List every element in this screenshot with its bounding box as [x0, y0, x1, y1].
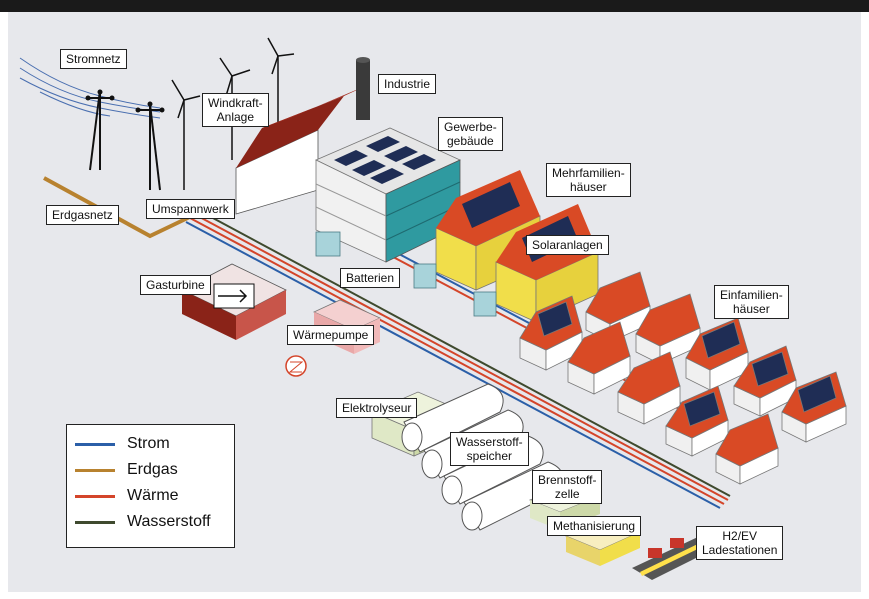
legend-item-erdgas: Erdgas: [75, 461, 178, 479]
legend: Strom Erdgas Wärme Wasserstoff: [66, 424, 235, 548]
legend-label: Wasserstoff: [127, 513, 211, 530]
pylon-insulators: [85, 89, 165, 113]
label-solaranlagen: Solaranlagen: [526, 235, 609, 255]
legend-item-strom: Strom: [75, 435, 170, 453]
label-mehrfamilien: Mehrfamilien- häuser: [546, 163, 631, 197]
label-wasserstoffspeicher: Wasserstoff- speicher: [450, 432, 529, 466]
industry-hall: [235, 57, 370, 215]
label-batterien: Batterien: [340, 268, 401, 288]
label-waermepumpe: Wärmepumpe: [287, 325, 375, 345]
top-frame-bar: [0, 0, 869, 12]
label-elektrolyseur: Elektrolyseur: [336, 398, 418, 418]
label-ladestationen: H2/EV Ladestationen: [696, 526, 784, 560]
label-methanisierung: Methanisierung: [547, 516, 642, 536]
label-einfamilien: Einfamilien- häuser: [714, 285, 789, 319]
label-gewerbe: Gewerbe- gebäude: [438, 117, 503, 151]
label-windkraft: Windkraft- Anlage: [202, 93, 269, 127]
label-industrie: Industrie: [378, 74, 437, 94]
legend-item-waerme: Wärme: [75, 487, 179, 505]
label-stromnetz: Stromnetz: [60, 49, 127, 69]
label-brennstoffzelle: Brennstoff- zelle: [532, 470, 603, 504]
legend-swatch: [75, 468, 115, 472]
legend-swatch: [75, 520, 115, 524]
battery-units: [315, 231, 497, 317]
legend-swatch: [75, 494, 115, 498]
label-umspannwerk: Umspannwerk: [146, 199, 235, 219]
label-gasturbine: Gasturbine: [140, 275, 211, 295]
power-pylons: [88, 89, 162, 191]
erdgas-pipeline: [43, 176, 197, 239]
legend-label: Wärme: [127, 487, 179, 504]
legend-swatch: [75, 442, 115, 446]
label-erdgasnetz: Erdgasnetz: [46, 205, 119, 225]
single-family-houses: [519, 271, 847, 485]
legend-item-wasserstoff: Wasserstoff: [75, 513, 211, 531]
legend-label: Erdgas: [127, 461, 178, 478]
legend-label: Strom: [127, 435, 170, 452]
